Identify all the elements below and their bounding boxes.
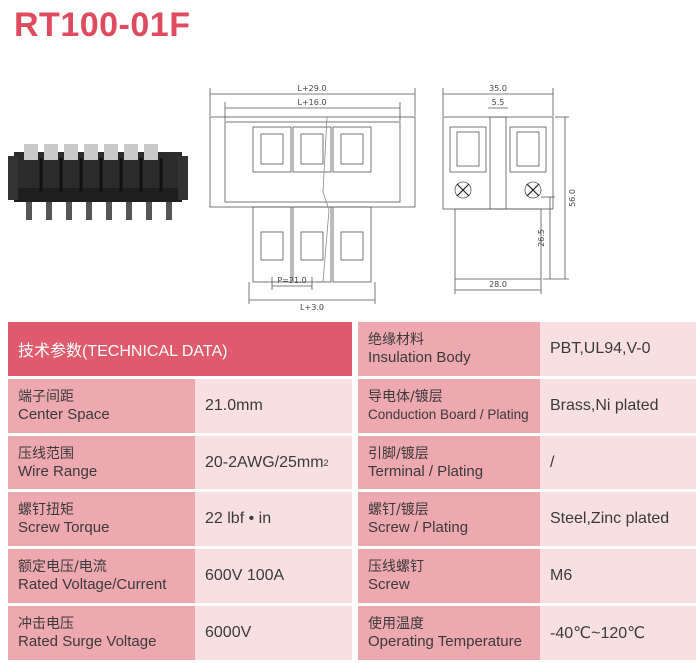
spec-table: 技术参数(TECHNICAL DATA) 绝缘材料 Insulation Bod… — [8, 322, 696, 660]
product-title: RT100-01F — [14, 6, 191, 44]
spec-header: 技术参数(TECHNICAL DATA) — [8, 322, 352, 376]
label-en: Operating Temperature — [368, 633, 522, 651]
spec-label-rated-voltage: 额定电压/电流 Rated Voltage/Current — [8, 549, 195, 604]
spec-value-operating-temp: -40℃~120℃ — [540, 606, 696, 660]
label-en: Screw — [368, 576, 410, 594]
label-zh: 压线范围 — [18, 445, 74, 462]
spec-value-screw: M6 — [540, 549, 696, 604]
product-photo — [8, 144, 188, 220]
spec-label-conduction: 导电体/镀层 Conduction Board / Plating — [358, 378, 540, 433]
label-en: Center Space — [18, 405, 110, 423]
label-zh: 引脚/镀层 — [368, 445, 429, 462]
label-en: Screw / Plating — [368, 519, 469, 537]
wire-range-superscript: 2 — [323, 457, 329, 468]
spec-value-screw-torque: 22 lbf • in — [195, 492, 352, 547]
spec-value-surge-voltage: 6000V — [195, 606, 352, 660]
dim-base-length: L+3.0 — [300, 303, 324, 312]
label-en: Rated Surge Voltage — [18, 633, 157, 651]
dim-pin-height: 26.5 — [537, 229, 546, 247]
technical-drawing: L+29.0 L+16.0 P=21.0 L+3.0 35.0 5.5 56.0… — [209, 84, 577, 312]
label-en: Screw Torque — [18, 519, 110, 537]
spec-label-operating-temp: 使用温度 Operating Temperature — [358, 606, 540, 660]
dim-pitch: P=21.0 — [277, 276, 306, 285]
label-zh: 螺钉/镀层 — [368, 502, 429, 519]
spec-value-terminal: / — [540, 435, 696, 490]
label-zh: 压线螺钉 — [368, 559, 424, 576]
label-en: Rated Voltage/Current — [18, 576, 167, 594]
dim-overall-length: L+29.0 — [298, 84, 327, 93]
spec-label-insulation: 绝缘材料 Insulation Body — [358, 322, 540, 376]
label-zh: 冲击电压 — [18, 616, 74, 633]
spec-label-surge-voltage: 冲击电压 Rated Surge Voltage — [8, 606, 195, 660]
spec-label-screw-plating: 螺钉/镀层 Screw / Plating — [358, 492, 540, 547]
spec-value-conduction: Brass,Ni plated — [540, 378, 696, 433]
spec-value-center-space: 21.0mm — [195, 378, 352, 433]
label-en: Conduction Board / Plating — [368, 406, 529, 422]
label-zh: 额定电压/电流 — [18, 559, 107, 576]
label-zh: 螺钉扭矩 — [18, 502, 74, 519]
label-zh: 使用温度 — [368, 616, 424, 633]
dim-height: 56.0 — [568, 189, 577, 207]
spec-label-terminal: 引脚/镀层 Terminal / Plating — [358, 435, 540, 490]
label-zh: 绝缘材料 — [368, 331, 424, 348]
label-en: Insulation Body — [368, 348, 471, 366]
spec-value-insulation: PBT,UL94,V-0 — [540, 322, 696, 376]
label-zh: 端子间距 — [18, 388, 74, 405]
dim-width: 35.0 — [489, 84, 507, 93]
spec-label-wire-range: 压线范围 Wire Range — [8, 435, 195, 490]
label-zh: 导电体/镀层 — [368, 388, 443, 405]
spec-value-rated-voltage: 600V 100A — [195, 549, 352, 604]
dim-slot: 5.5 — [492, 98, 505, 107]
spec-value-screw-plating: Steel,Zinc plated — [540, 492, 696, 547]
spec-label-screw-torque: 螺钉扭矩 Screw Torque — [8, 492, 195, 547]
spec-label-center-space: 端子间距 Center Space — [8, 378, 195, 433]
spec-label-screw: 压线螺钉 Screw — [358, 549, 540, 604]
label-en: Wire Range — [18, 462, 98, 480]
wire-range-text: 20-2AWG/25mm — [205, 453, 324, 471]
label-en: Terminal / Plating — [368, 462, 484, 480]
dim-inner-length: L+16.0 — [298, 98, 327, 107]
dim-base-width: 28.0 — [489, 280, 507, 289]
